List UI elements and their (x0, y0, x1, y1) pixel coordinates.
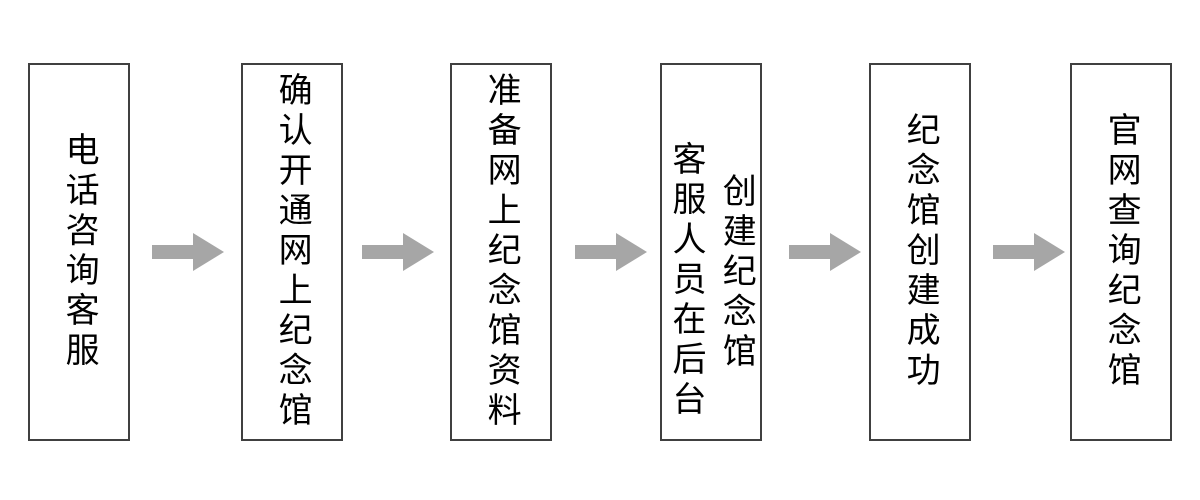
flow-step-4-label-column-1: 客服人员在后台 (666, 141, 706, 421)
arrow-right-icon-1 (152, 233, 224, 271)
flow-step-3-label: 准备网上纪念馆资料 (481, 72, 522, 432)
flow-step-3[interactable]: 准备网上纪念馆资料 (450, 63, 552, 441)
arrow-right-icon-2 (362, 233, 434, 271)
flow-step-4[interactable]: 客服人员在后台 创建纪念馆 (660, 63, 762, 441)
flow-step-5-label: 纪念馆创建成功 (900, 112, 941, 392)
arrow-right-icon-3 (575, 233, 647, 271)
flow-step-1[interactable]: 电话咨询客服 (28, 63, 130, 441)
flow-step-1-label: 电话咨询客服 (59, 132, 100, 372)
flow-step-5[interactable]: 纪念馆创建成功 (869, 63, 971, 441)
arrow-right-icon-4 (789, 233, 861, 271)
flow-step-6-label: 官网查询纪念馆 (1101, 112, 1142, 392)
flow-step-2[interactable]: 确认开通网上纪念馆 (241, 63, 343, 441)
flow-step-4-label-column-2: 创建纪念馆 (716, 173, 757, 373)
arrow-right-icon-5 (993, 233, 1065, 271)
flow-step-2-label: 确认开通网上纪念馆 (272, 72, 313, 432)
flow-step-6[interactable]: 官网查询纪念馆 (1070, 63, 1172, 441)
